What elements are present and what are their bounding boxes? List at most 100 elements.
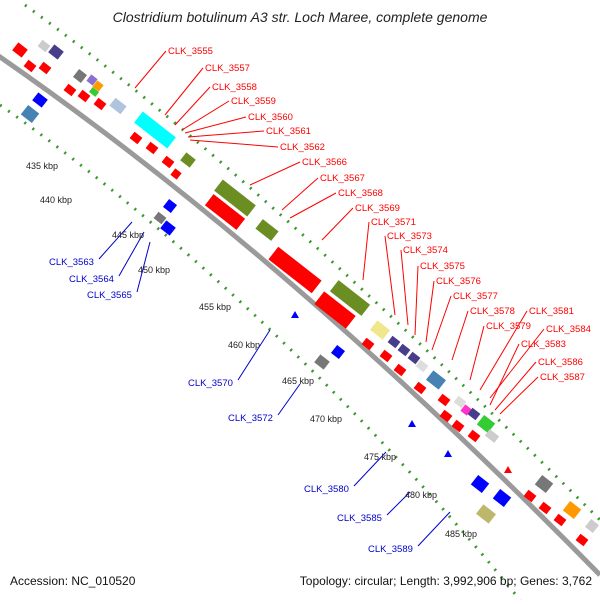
forward-leader-line	[187, 130, 265, 138]
forward-leader-line	[289, 192, 337, 219]
gene-feature	[534, 474, 554, 494]
gene-feature	[467, 429, 481, 443]
forward-gene-label: CLK_3558	[212, 82, 257, 93]
gene-feature	[204, 194, 246, 230]
forward-gene-label: CLK_3566	[302, 157, 347, 168]
gene-feature	[451, 419, 465, 433]
gene-feature	[562, 500, 582, 520]
reverse-gene-label: CLK_3570	[188, 378, 233, 389]
gene-feature	[134, 111, 176, 149]
gene-feature	[92, 80, 104, 92]
genome-summary-text: Topology: circular; Length: 3,992,906 bp…	[299, 574, 592, 588]
position-tick-label: 440 kbp	[40, 195, 72, 205]
gene-feature	[162, 198, 178, 214]
position-tick-label: 475 kbp	[364, 452, 396, 462]
gene-feature	[379, 349, 393, 363]
forward-leader-line	[431, 295, 452, 351]
forward-leader-line	[469, 325, 485, 381]
forward-leader-line	[184, 116, 247, 134]
gene-feature	[415, 359, 429, 373]
gene-feature	[476, 414, 496, 434]
forward-gene-label: CLK_3578	[470, 306, 515, 317]
label-leaders	[98, 50, 545, 547]
map-title: Clostridium botulinum A3 str. Loch Maree…	[112, 9, 488, 25]
accession-text: Accession: NC_010520	[10, 574, 136, 588]
gene-feature	[393, 363, 407, 377]
gene-feature	[439, 409, 453, 423]
forward-gene-label: CLK_3575	[420, 261, 465, 272]
forward-leader-line	[281, 177, 319, 211]
position-tick-label: 445 kbp	[112, 230, 144, 240]
forward-gene-label: CLK_3581	[529, 306, 574, 317]
forward-gene-label: CLK_3574	[403, 245, 448, 256]
reverse-leader-line	[237, 329, 271, 381]
gene-feature	[32, 92, 48, 108]
forward-gene-label: CLK_3560	[248, 112, 293, 123]
forward-leader-line	[249, 161, 301, 186]
gene-feature	[553, 513, 567, 527]
gene-feature	[426, 370, 446, 390]
gene-feature	[77, 89, 91, 103]
forward-leader-line	[134, 50, 167, 89]
gene-feature	[268, 246, 322, 294]
gene-feature	[407, 351, 421, 365]
position-tick-label: 480 kbp	[405, 490, 437, 500]
forward-leader-line	[189, 139, 279, 148]
reverse-gene-label: CLK_3564	[69, 274, 114, 285]
gene-feature	[86, 74, 98, 86]
gene-feature	[72, 68, 88, 84]
reverse-leader-line	[118, 231, 145, 277]
gene-feature	[492, 488, 512, 508]
inner-track-rail	[0, 103, 522, 601]
forward-leader-line	[425, 280, 435, 343]
gene-feature	[584, 518, 600, 534]
gene-feature	[12, 42, 28, 58]
position-tick-label: 465 kbp	[282, 376, 314, 386]
gene-feature	[314, 354, 330, 370]
gene-feature	[48, 44, 64, 60]
gene-feature	[63, 83, 77, 97]
position-tick-label: 450 kbp	[138, 265, 170, 275]
gene-feature	[538, 501, 552, 515]
forward-gene-label: CLK_3573	[387, 231, 432, 242]
forward-gene-label: CLK_3587	[540, 372, 585, 383]
forward-leader-line	[400, 249, 409, 326]
gene-marker	[408, 420, 416, 427]
gene-feature	[387, 335, 401, 349]
gene-feature	[38, 61, 52, 75]
forward-leader-line	[499, 376, 539, 415]
gene-feature	[437, 393, 451, 407]
gene-feature	[453, 395, 467, 409]
reverse-leader-line	[136, 241, 151, 293]
gene-feature	[170, 168, 182, 180]
gene-marker	[504, 466, 512, 473]
gene-feature	[93, 97, 107, 111]
forward-gene-label: CLK_3577	[453, 291, 498, 302]
forward-leader-line	[451, 310, 469, 361]
gene-feature	[470, 474, 490, 494]
gene-feature	[129, 131, 143, 145]
genome-backbone	[0, 53, 600, 577]
feature-track	[12, 39, 600, 547]
reverse-leader-line	[417, 511, 451, 547]
forward-gene-label: CLK_3586	[538, 357, 583, 368]
gene-feature	[109, 97, 127, 115]
gene-feature	[20, 104, 40, 124]
forward-gene-label: CLK_3584	[546, 324, 591, 335]
forward-leader-line	[181, 100, 230, 131]
forward-gene-label: CLK_3562	[280, 142, 325, 153]
gene-feature	[397, 343, 411, 357]
forward-leader-line	[174, 86, 211, 126]
gene-feature	[484, 429, 500, 443]
gene-feature	[413, 381, 427, 395]
reverse-gene-label: CLK_3565	[87, 290, 132, 301]
gene-feature	[161, 155, 175, 169]
gene-marker	[291, 311, 299, 318]
forward-leader-line	[414, 265, 419, 336]
gene-feature	[523, 489, 537, 503]
position-tick-label: 485 kbp	[445, 529, 477, 539]
forward-leader-line	[321, 207, 354, 241]
gene-feature	[37, 39, 51, 53]
